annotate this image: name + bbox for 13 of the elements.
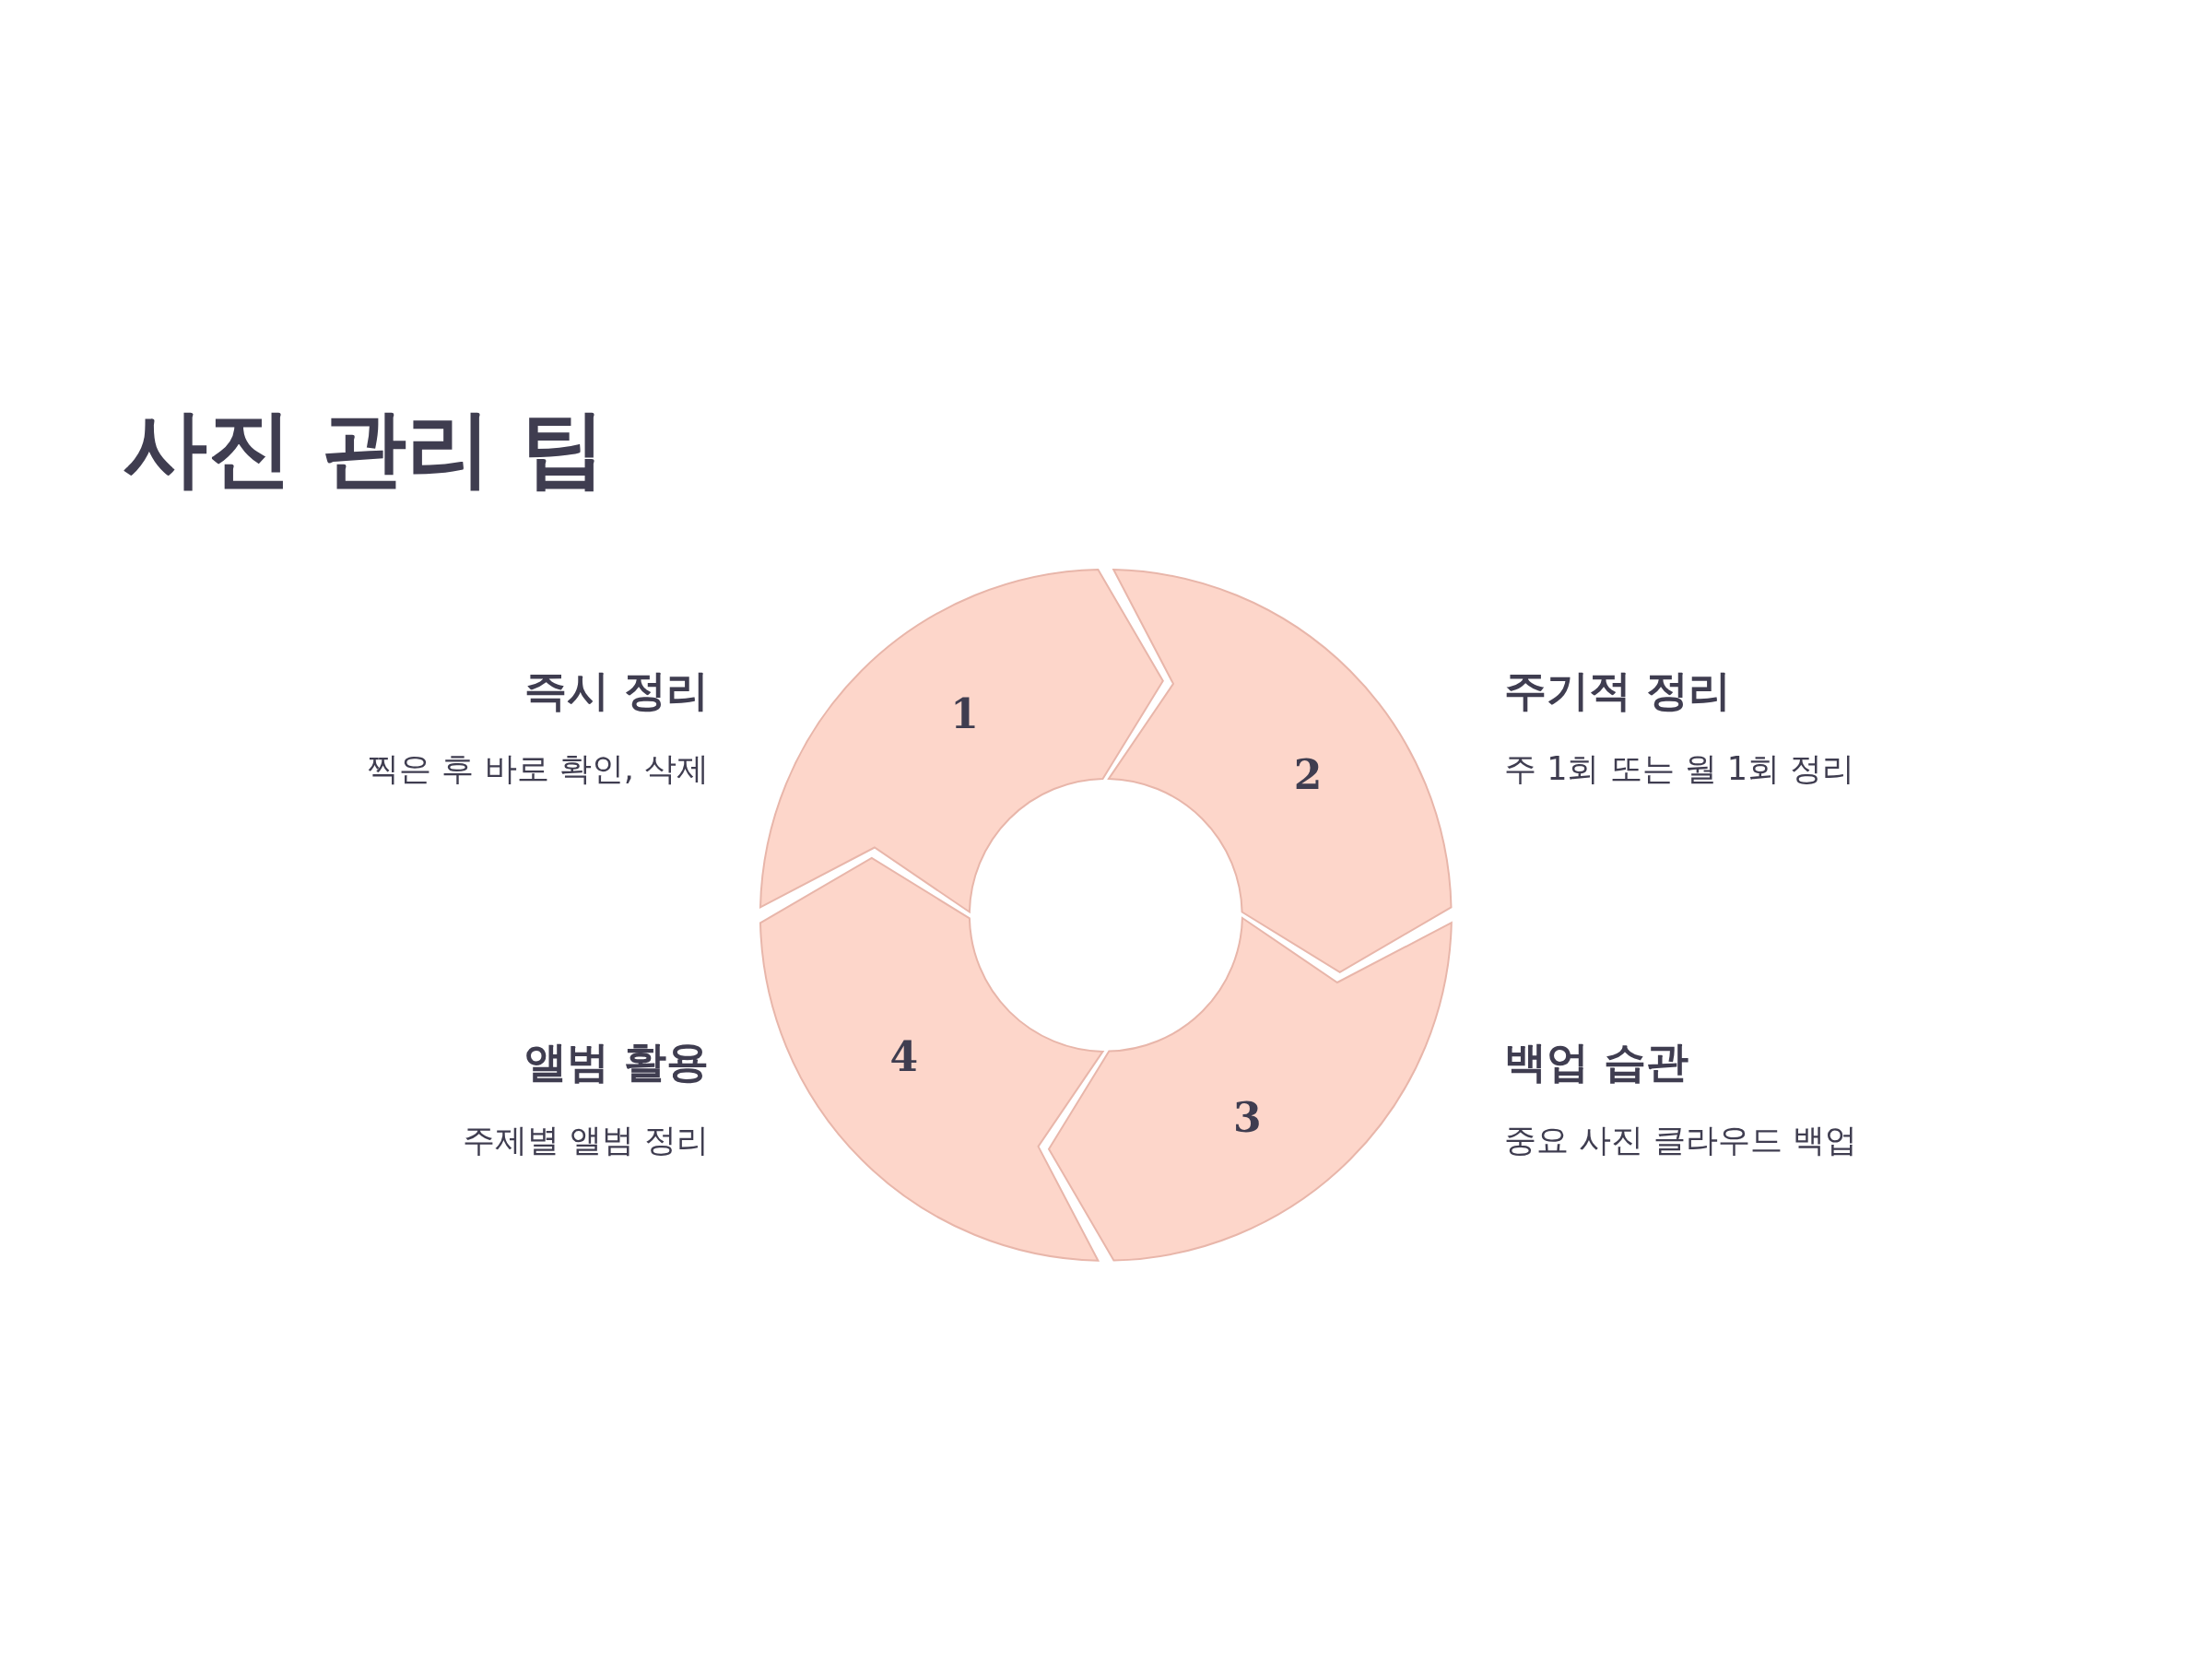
step-number: 3 [1233,1093,1262,1141]
step-number: 2 [1293,750,1323,798]
step-description: 주제별 앨범 정리 [462,1120,709,1160]
step-heading: 백업 습관 [1504,1036,1688,1088]
title: 사진 관리 팁 [123,398,606,500]
step-number: 4 [889,1032,919,1080]
step-number: 1 [950,689,979,737]
step-description: 주 1회 또는 월 1회 정리 [1504,748,1855,789]
step-description: 찍은 후 바로 확인, 삭제 [367,748,709,789]
step-heading: 즉시 정리 [524,665,709,717]
step-heading: 앨범 활용 [524,1036,709,1088]
step-description: 중요 사진 클라우드 백업 [1504,1120,1858,1160]
step-heading: 주기적 정리 [1504,665,1731,717]
